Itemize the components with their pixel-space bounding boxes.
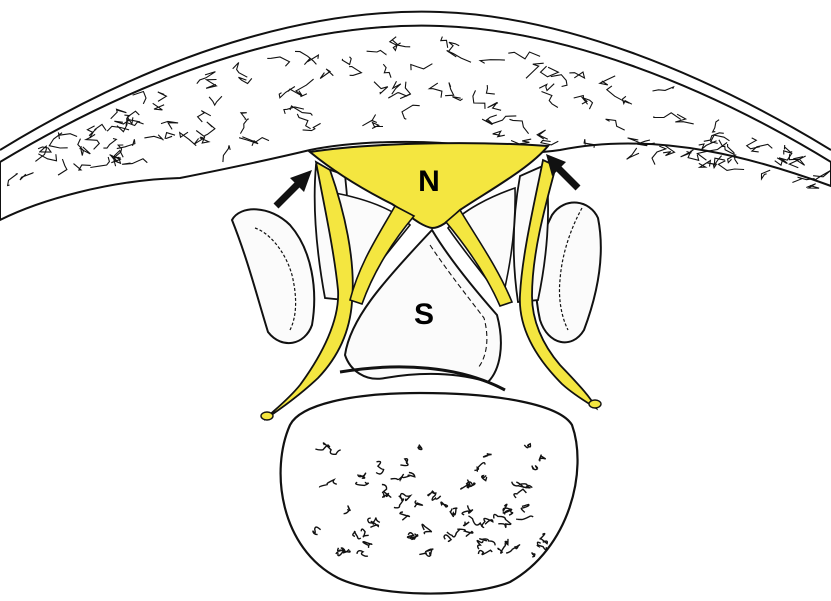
label-n: N [418,165,440,198]
fat-cell-stroke [699,161,711,168]
right-ligament-end [589,400,601,408]
fat-cell-stroke [806,184,819,189]
left-rib-bone [232,209,314,343]
fat-cell-stroke [663,146,674,156]
fat-cell-stroke [718,161,744,171]
label-s: S [414,298,434,331]
vertebral-body [281,393,578,594]
fat-cell-stroke [652,146,666,165]
fat-cell-stroke [762,170,771,179]
fat-cell-stroke [627,148,639,159]
arrow-icon [276,170,312,206]
left-ligament-end [261,412,273,420]
fat-cell-stroke [688,150,699,161]
fat-cell-stroke [681,151,692,157]
